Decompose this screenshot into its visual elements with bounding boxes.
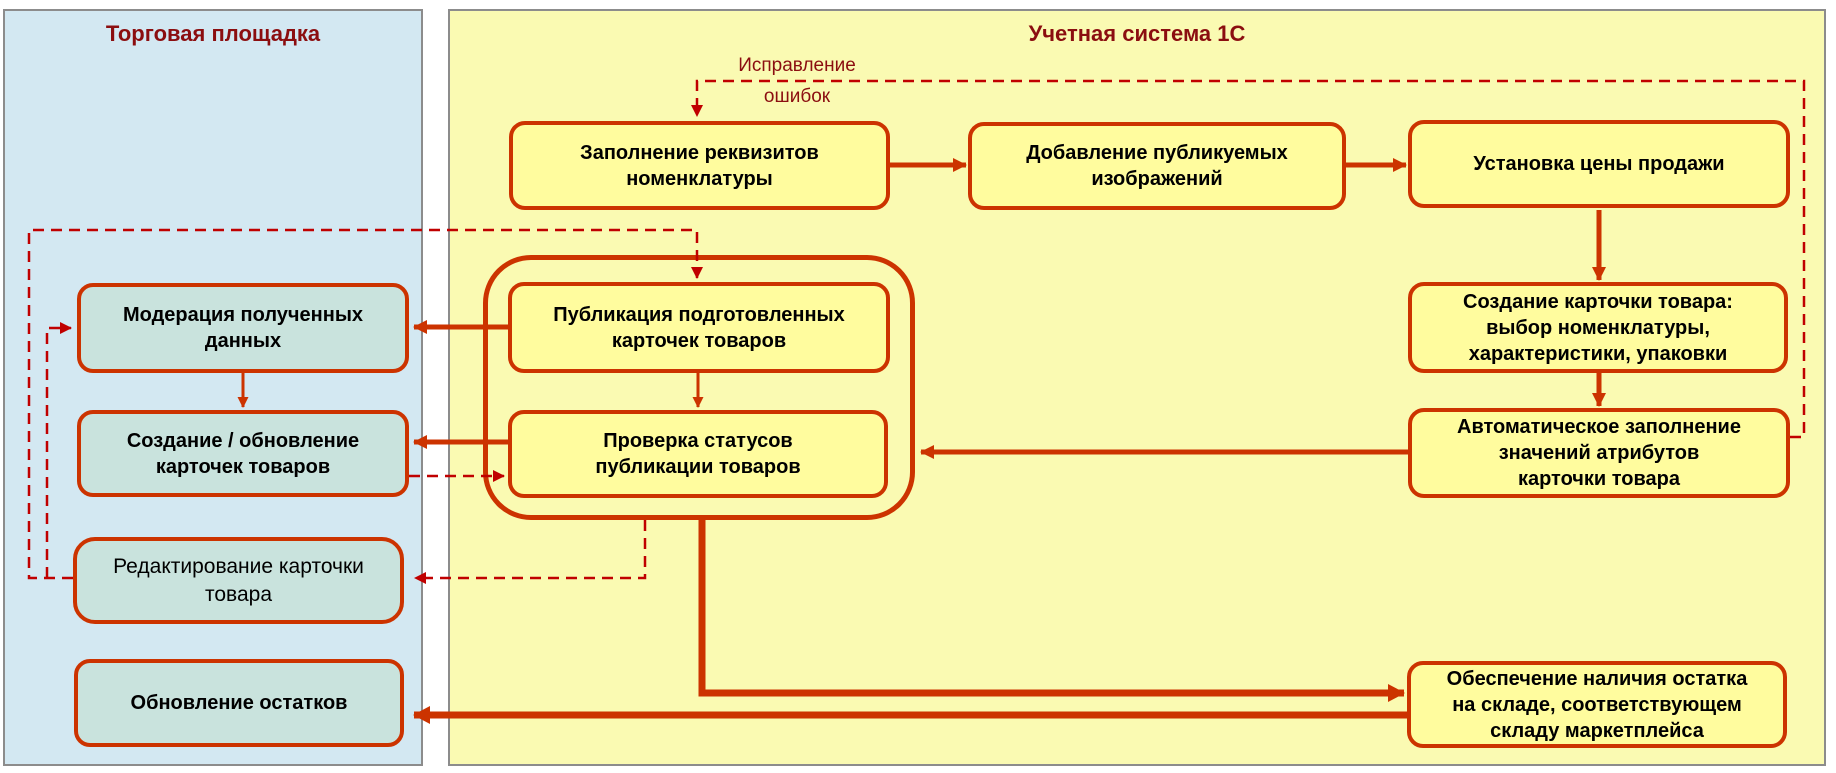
error-fix-label: Исправление ошибок: [738, 55, 856, 107]
node-check-status: Проверка статусов публикации товаров: [508, 410, 888, 498]
panel-accounting-title: Учетная система 1С: [1028, 21, 1246, 46]
node-create-card: Создание карточки товара: выбор номенкла…: [1408, 282, 1788, 373]
node-edit-card: Редактирование карточки товара: [73, 537, 404, 624]
node-stock-supply: Обеспечение наличия остатка на складе, с…: [1407, 661, 1787, 748]
node-fill-requisites: Заполнение реквизитов номенклатуры: [509, 121, 890, 210]
node-add-images: Добавление публикуемых изображений: [968, 122, 1346, 210]
panel-marketplace: Торговая площадка: [3, 9, 423, 766]
node-auto-fill-attributes: Автоматическое заполнение значений атриб…: [1408, 408, 1790, 498]
node-moderation: Модерация полученных данных: [77, 283, 409, 373]
node-set-price: Установка цены продажи: [1408, 120, 1790, 208]
node-publish-cards: Публикация подготовленных карточек товар…: [508, 282, 890, 373]
node-create-update-cards: Создание / обновление карточек товаров: [77, 410, 409, 497]
panel-marketplace-title: Торговая площадка: [105, 21, 321, 46]
node-update-stock: Обновление остатков: [74, 659, 404, 747]
